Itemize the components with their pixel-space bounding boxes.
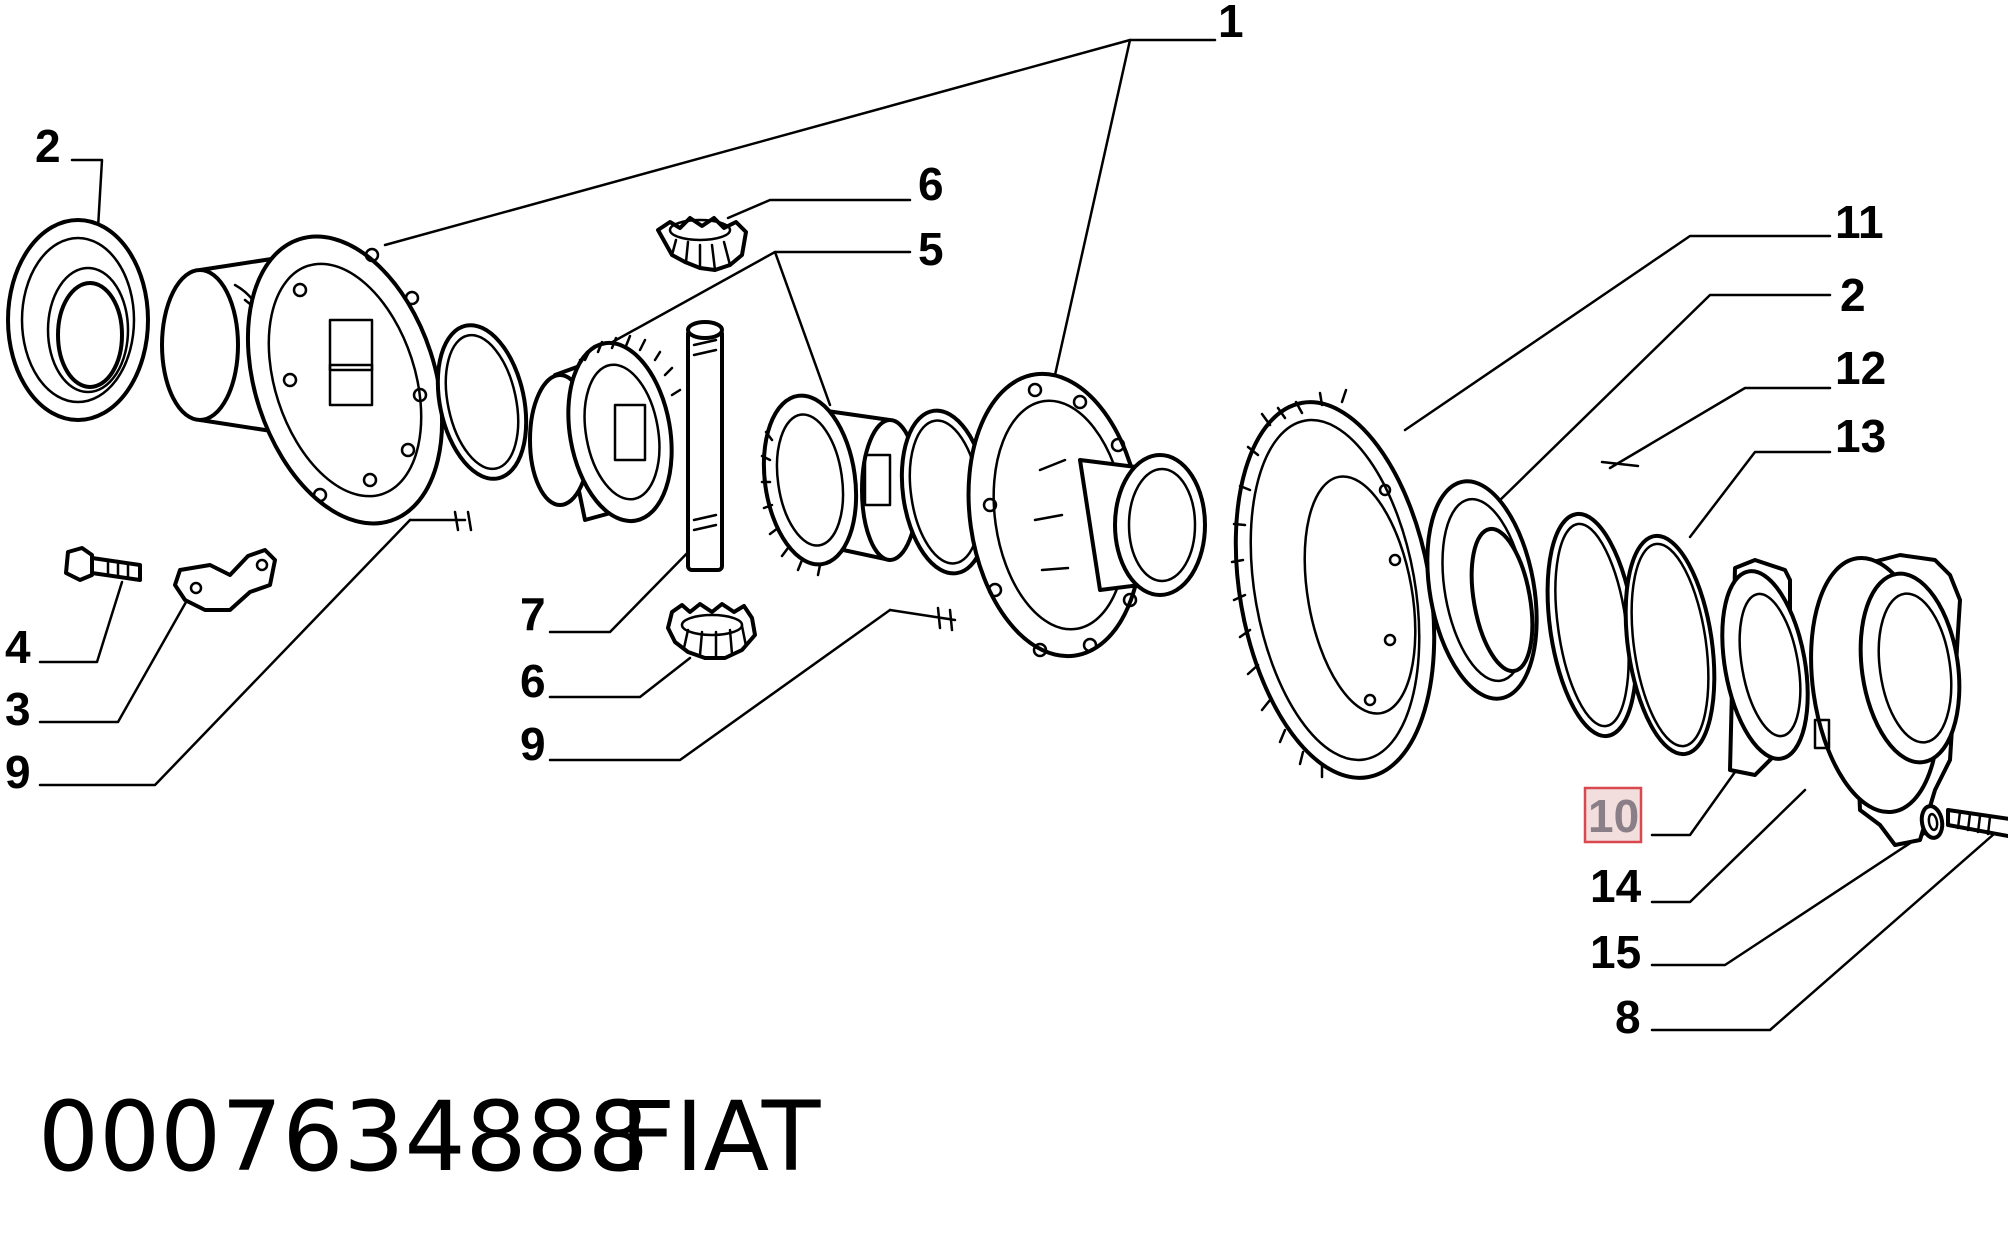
ring-gear (1230, 388, 1437, 780)
callout-2-left: 2 (35, 120, 61, 172)
shim-ring-left (435, 323, 529, 481)
washer-15 (1919, 804, 1945, 840)
bearing-carrier-14 (1809, 553, 1962, 847)
bolt-4 (64, 546, 142, 582)
lock-plate-3 (173, 548, 277, 612)
brand-name: FIAT (620, 1081, 821, 1193)
callout-1: 1 (1218, 0, 1244, 47)
caption: 0007634888 FIAT (38, 1081, 821, 1193)
part-number: 0007634888 (38, 1081, 649, 1193)
callout-12: 12 (1835, 342, 1886, 394)
shim-ring-center (899, 408, 991, 576)
callout-9-center: 9 (520, 718, 546, 770)
bolt-8 (1946, 808, 2008, 839)
callout-11: 11 (1835, 196, 1884, 248)
callout-3: 3 (5, 683, 31, 735)
side-gear-right (760, 393, 920, 577)
callout-15: 15 (1590, 926, 1641, 978)
pinion-gear-top (656, 216, 748, 272)
callout-14: 14 (1590, 860, 1642, 912)
callout-5: 5 (918, 223, 944, 275)
callout-2-right: 2 (1840, 269, 1866, 321)
callout-4: 4 (5, 621, 31, 673)
seal-ring-13 (1623, 533, 1717, 757)
bearing-left (6, 218, 150, 422)
callout-8: 8 (1615, 991, 1641, 1043)
callout-9-left: 9 (5, 746, 31, 798)
differential-housing-right (966, 371, 1207, 659)
pinion-shaft (686, 320, 724, 572)
side-gear-left (528, 334, 682, 524)
callout-13: 13 (1835, 410, 1886, 462)
callout-10: 10 (1588, 790, 1639, 842)
differential-housing-left (160, 234, 445, 526)
oil-seal-10 (1720, 558, 1810, 777)
bearing-right (1425, 479, 1539, 701)
pinion-gear-bottom (666, 602, 757, 660)
callout-6-bottom: 6 (520, 655, 546, 707)
callout-labels: 1 2 6 5 11 2 12 13 4 3 9 7 6 9 10 14 15 … (5, 0, 1886, 1043)
callout-6-top: 6 (918, 158, 944, 210)
callout-7: 7 (520, 588, 546, 640)
callout-10-highlight (1583, 786, 1643, 844)
leader-lines (38, 38, 2008, 1032)
